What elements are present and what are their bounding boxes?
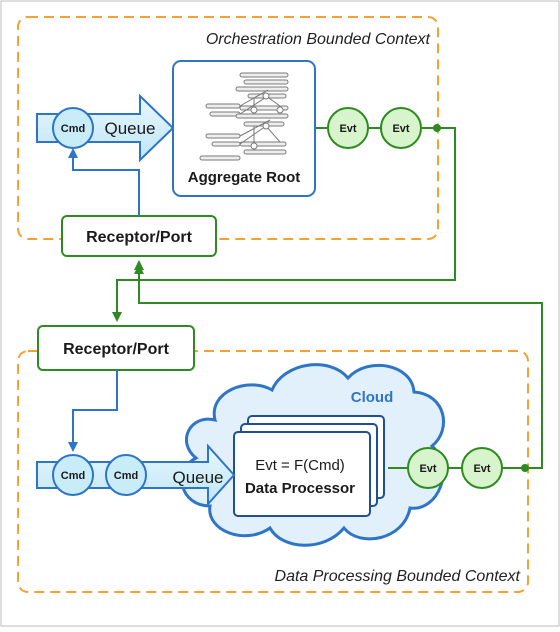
- evt-label-top-1: Evt: [339, 123, 356, 135]
- receptor-to-cmd-bottom-connector: [68, 370, 118, 452]
- aggregate-root-label: Aggregate Root: [188, 169, 301, 186]
- aggregate-graph-icon: [199, 72, 289, 161]
- receptor-port-top-label: Receptor/Port: [86, 229, 192, 246]
- cmd-label-bottom-2: Cmd: [114, 470, 138, 482]
- event-to-receptor-bottom: [112, 279, 139, 322]
- data-processor-card: [233, 431, 371, 517]
- cmd-label-bottom-1: Cmd: [61, 470, 85, 482]
- cloud-label: Cloud: [351, 389, 394, 406]
- queue-arrow-top: [36, 93, 175, 163]
- data-processing-context-title: Data Processing Bounded Context: [275, 568, 521, 585]
- evt-out-dot-bottom: [521, 464, 529, 472]
- data-processor-label: Data Processor: [245, 480, 355, 497]
- data-processing-event-loop: [134, 264, 543, 469]
- formula-label: Evt = F(Cmd): [255, 457, 345, 474]
- cmd-circle-bottom-1: [52, 454, 94, 496]
- queue-label-bottom: Queue: [172, 468, 223, 487]
- evt-label-top-2: Evt: [392, 123, 409, 135]
- data-processing-context-boundary: [17, 350, 529, 593]
- evt-label-bottom-1: Evt: [419, 463, 436, 475]
- orchestration-context-title: Orchestration Bounded Context: [206, 31, 431, 48]
- receptor-to-cmd-top-connector: [68, 148, 140, 216]
- cmd-label-top: Cmd: [61, 123, 85, 135]
- cmd-circle-bottom-2: [105, 454, 147, 496]
- queue-label-top: Queue: [104, 119, 155, 138]
- evt-label-bottom-2: Evt: [473, 463, 490, 475]
- receptor-port-bottom-label: Receptor/Port: [63, 341, 169, 358]
